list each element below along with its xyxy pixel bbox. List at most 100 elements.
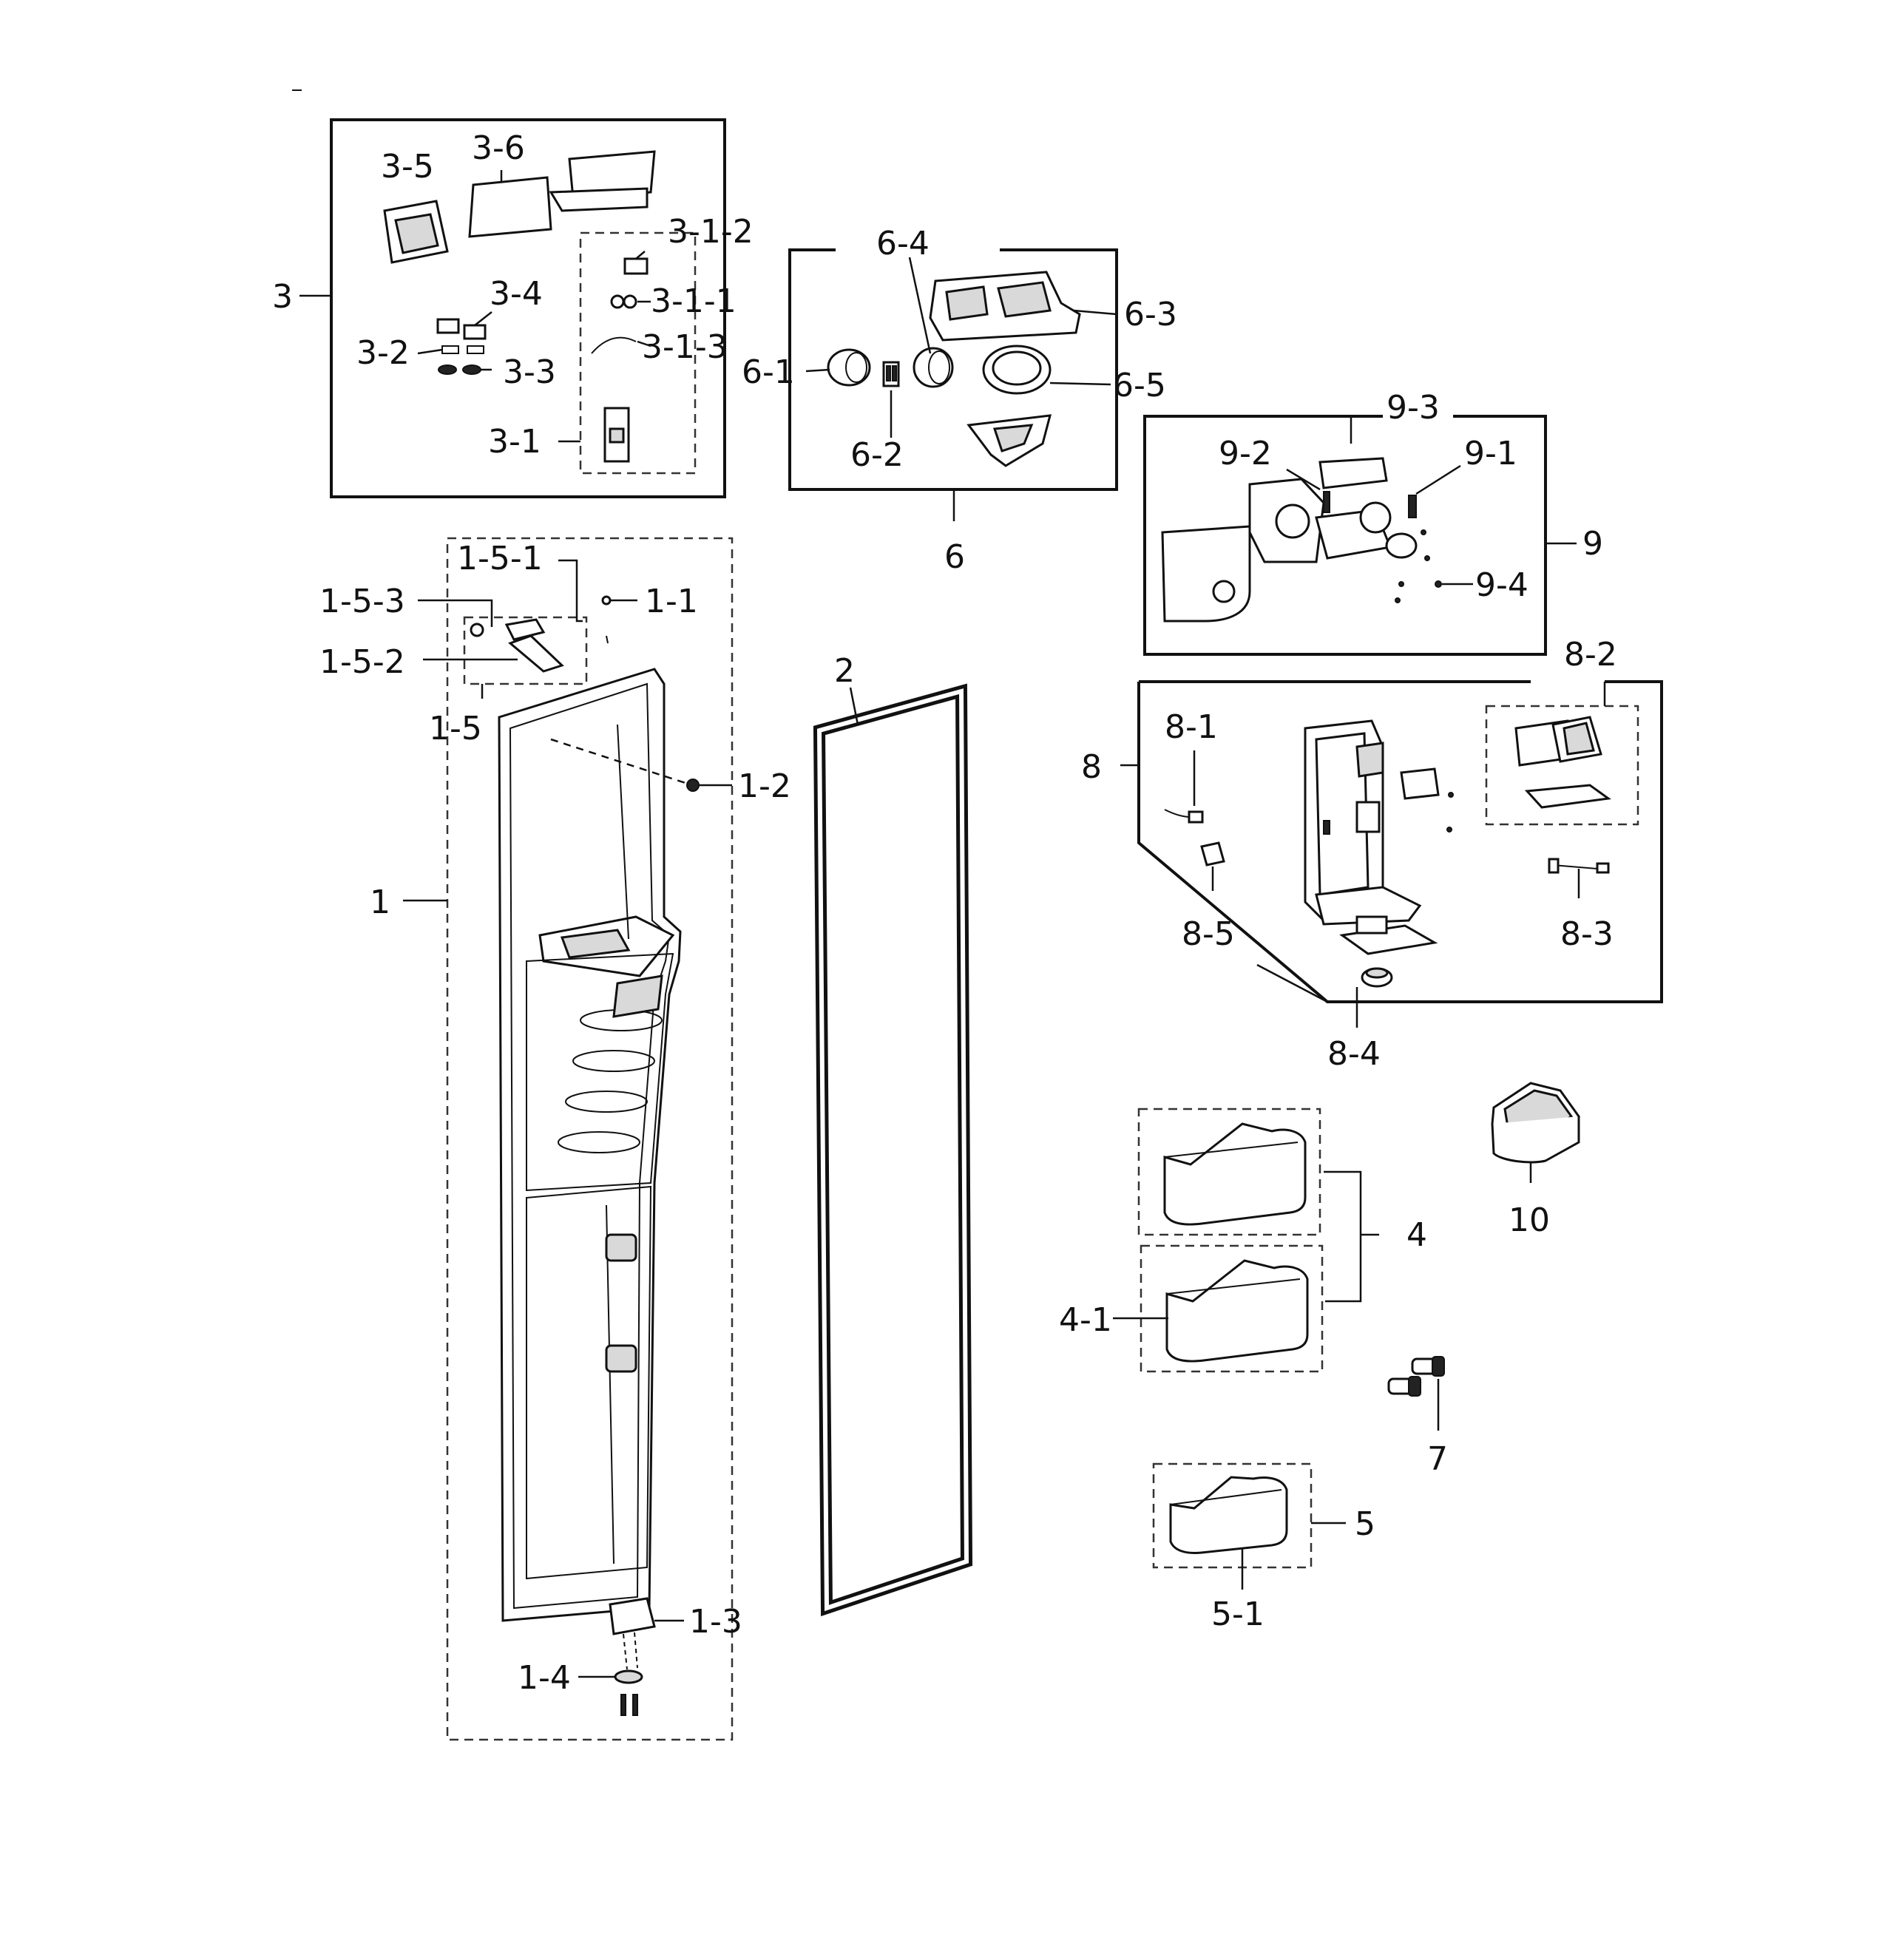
part-8-1-sensor [1164, 809, 1204, 824]
part-9-housing [1248, 478, 1325, 563]
group-9-box [1143, 415, 1547, 656]
callout-1-3: 1-3 [689, 1603, 742, 1641]
leader-3-1-2 [635, 251, 646, 260]
callout-5-1: 5-1 [1211, 1596, 1264, 1633]
callout-9: 9 [1582, 525, 1603, 563]
callout-8-1: 8-1 [1165, 708, 1218, 746]
callout-3-1: 3-1 [488, 423, 541, 461]
callout-7: 7 [1427, 1440, 1448, 1478]
part-9-roller [1385, 532, 1418, 559]
group-3: 3 3-5 3-6 3-1-2 3-4 3-1-1 3-2 3-1-3 3-3 … [272, 118, 754, 498]
group-1-5-subbox [463, 616, 588, 685]
leader-6-5 [1049, 382, 1111, 386]
callout-1-5-3: 1-5-3 [319, 583, 405, 620]
callout-10: 10 [1509, 1201, 1550, 1239]
callout-1: 1 [370, 884, 390, 921]
leader-3-4 [474, 311, 492, 326]
callout-6: 6 [944, 538, 965, 576]
part-9-1-spring [1408, 495, 1417, 518]
leader-9-1 [1415, 464, 1461, 495]
callout-6-1: 6-1 [742, 353, 795, 391]
leader-1-5-3 [418, 599, 493, 627]
part-1-4-washer [614, 1669, 643, 1716]
callout-1-5: 1-5 [429, 710, 482, 747]
part-2-gasket: 2 [813, 652, 973, 1617]
part-6-1-motor [827, 348, 871, 387]
bracket-4 [1324, 1170, 1362, 1303]
leader-9-2 [1286, 468, 1321, 491]
part-1-1-screws [601, 595, 612, 644]
group-4-lower-subbox [1140, 1244, 1324, 1373]
callout-1-5-1: 1-5-1 [457, 540, 543, 577]
group-1-box [446, 537, 734, 1741]
callout-8-3: 8-3 [1560, 915, 1614, 953]
part-8-bracket [1400, 767, 1454, 833]
callout-2: 2 [834, 652, 855, 690]
leader-6-4 [908, 257, 932, 354]
part-6-3-housing [929, 271, 1081, 342]
part-8-5-block [1200, 841, 1225, 867]
callout-3: 3 [272, 278, 293, 316]
callout-6-3: 6-3 [1124, 296, 1177, 333]
callout-4: 4 [1406, 1216, 1427, 1254]
part-4-1-lower-bin [1165, 1259, 1309, 1363]
group-1: 1-5-1 1-5-3 1-1 1-5-2 1-5 1-2 1 1-3 1-4 [319, 537, 791, 1741]
part-9-cover [1161, 525, 1251, 623]
callout-3-3: 3-3 [503, 353, 556, 391]
part-1-5-block [504, 618, 546, 641]
part-9-4-screws [1395, 529, 1442, 603]
part-9-2-spring [1323, 491, 1330, 513]
callout-3-6: 3-6 [472, 129, 525, 167]
part-3-1-1 [610, 294, 637, 309]
callout-8-4: 8-4 [1327, 1035, 1381, 1073]
part-6-4-gear [913, 347, 954, 388]
callout-3-1-3: 3-1-3 [642, 328, 728, 366]
part-3-5-display-cover [383, 200, 449, 264]
group-8-2-subbox [1485, 705, 1639, 826]
part-1-3-hinge [609, 1597, 656, 1670]
part-3-1-2 [623, 257, 649, 275]
part-6-5-ring [982, 345, 1052, 395]
callout-3-4: 3-4 [490, 275, 543, 313]
callout-1-5-2: 1-5-2 [319, 643, 405, 681]
callout-9-1: 9-1 [1464, 435, 1517, 472]
part-6-2 [882, 361, 900, 387]
leader-6-3 [1073, 309, 1117, 316]
group-5-subbox [1152, 1462, 1313, 1569]
part-3-6-panel [468, 176, 552, 238]
callout-3-2: 3-2 [356, 334, 410, 372]
leader-8-5-diag [1256, 963, 1328, 1003]
callout-9-3: 9-3 [1387, 389, 1440, 427]
group-8: 8-2 8-1 8 8-3 8-5 8-4 [1081, 636, 1663, 1073]
part-8-2-assembly [1514, 716, 1611, 809]
part-3-2 [441, 345, 484, 354]
part-1-5-2 [508, 634, 564, 673]
callout-8-2: 8-2 [1564, 636, 1617, 674]
group-8-box [1137, 680, 1663, 1003]
part-3-1-3-wire [591, 336, 637, 354]
part-8-dispenser-housing [1304, 719, 1422, 926]
leader-6-1 [805, 368, 830, 373]
group-5: 5 5-1 [1152, 1462, 1375, 1633]
part-1-door-liner [498, 668, 682, 1622]
part-8-paddle [1339, 915, 1438, 955]
callout-9-4: 9-4 [1475, 566, 1528, 604]
callout-3-1-1: 3-1-1 [651, 282, 737, 320]
part-1-5-3 [470, 623, 484, 637]
group-3-box [330, 118, 726, 498]
callout-8: 8 [1081, 748, 1102, 786]
part-9-motor [1315, 501, 1392, 560]
part-8-3-sensor [1548, 858, 1610, 874]
part-10-ice-bucket: 10 [1491, 1082, 1581, 1239]
callout-9-2: 9-2 [1219, 435, 1272, 472]
callout-1-4: 1-4 [518, 1659, 571, 1697]
part-6-chute [966, 414, 1052, 467]
part-4-upper-bin [1163, 1122, 1307, 1226]
callout-1-1: 1-1 [645, 583, 698, 620]
callout-1-2: 1-2 [738, 767, 791, 805]
callout-6-2: 6-2 [850, 436, 904, 474]
group-4-upper-subbox [1137, 1108, 1321, 1236]
leader-3-1-3 [637, 340, 651, 347]
callout-3-5: 3-5 [381, 148, 434, 186]
